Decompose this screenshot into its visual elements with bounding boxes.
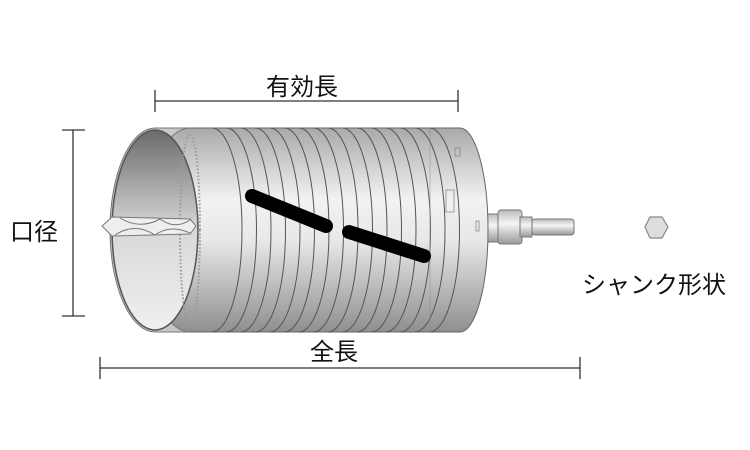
groove-ring bbox=[211, 127, 243, 333]
shank bbox=[477, 209, 575, 245]
diameter-dimension bbox=[62, 129, 85, 317]
groove-ring bbox=[240, 127, 272, 333]
groove-ring bbox=[255, 127, 286, 333]
core-bit-body bbox=[109, 127, 489, 333]
groove-ring bbox=[371, 127, 402, 333]
total-length-dimension bbox=[99, 357, 581, 379]
groove-ring bbox=[226, 127, 257, 333]
effective-length-dimension bbox=[154, 90, 459, 112]
groove-ring bbox=[342, 127, 373, 333]
groove-ring bbox=[385, 127, 417, 333]
groove-ring bbox=[284, 127, 315, 333]
groove-ring bbox=[269, 127, 301, 333]
groove-ring bbox=[400, 127, 431, 333]
pilot-drill bbox=[101, 216, 197, 237]
total-length-label: 全長 bbox=[310, 338, 358, 366]
groove-ring bbox=[429, 127, 460, 333]
effective-length-label: 有効長 bbox=[266, 73, 338, 101]
groove-ring bbox=[414, 127, 446, 333]
body-grooves bbox=[211, 127, 460, 333]
groove-ring bbox=[356, 127, 388, 333]
shank-shape-label: シャンク形状 bbox=[582, 271, 726, 299]
stripe-2 bbox=[342, 225, 431, 263]
stripe-1 bbox=[245, 189, 333, 233]
diameter-label: 口径 bbox=[10, 218, 58, 246]
hexagon-shank-icon bbox=[644, 216, 669, 239]
